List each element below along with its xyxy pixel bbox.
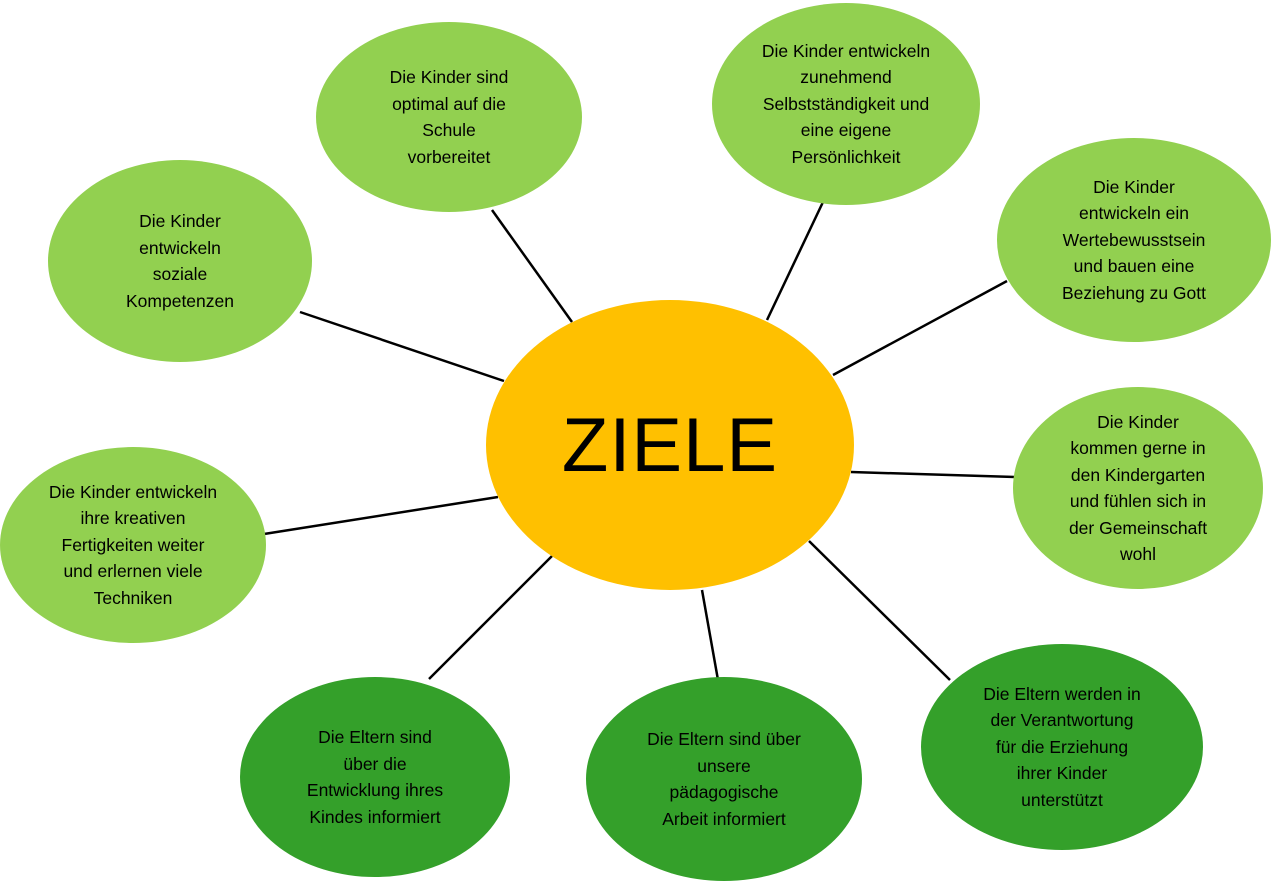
goal-text-kindergarten: Die Kinder kommen gerne in den Kindergar… <box>1068 411 1208 565</box>
goal-text-schule: Die Kinder sind optimal auf die Schule v… <box>389 67 509 167</box>
connector-selbststaendigkeit <box>765 201 825 321</box>
goal-text-eltern-entwicklung: Die Eltern sind über die Entwicklung ihr… <box>306 727 444 827</box>
goal-text-eltern-arbeit: Die Eltern sind über unsere pädagogische… <box>647 729 801 829</box>
goal-bubble-eltern-entwicklung: Die Eltern sind über die Entwicklung ihr… <box>240 677 510 877</box>
goal-bubble-eltern-verantwortung: Die Eltern werden in der Verantwortung f… <box>921 644 1203 850</box>
goal-text-kreative-fertigkeiten: Die Kinder entwickeln ihre kreativen Fer… <box>48 481 218 608</box>
goal-bubble-kreative-fertigkeiten: Die Kinder entwickeln ihre kreativen Fer… <box>0 447 266 643</box>
goal-bubble-soziale-kompetenzen: Die Kinder entwickeln soziale Kompetenze… <box>48 160 312 362</box>
goal-text-soziale-kompetenzen: Die Kinder entwickeln soziale Kompetenze… <box>126 211 234 311</box>
connector-eltern-entwicklung <box>428 555 553 680</box>
goal-text-eltern-verantwortung: Die Eltern werden in der Verantwortung f… <box>983 683 1141 810</box>
connector-wertebewusstsein <box>832 279 1008 377</box>
goal-bubble-selbststaendigkeit: Die Kinder entwickeln zunehmend Selbstst… <box>712 3 980 205</box>
connector-kindergarten <box>850 470 1016 479</box>
connector-kreative-fertigkeiten <box>263 495 499 536</box>
goal-bubble-schule: Die Kinder sind optimal auf die Schule v… <box>316 22 582 212</box>
center-title: ZIELE <box>561 402 779 488</box>
goal-text-wertebewusstsein: Die Kinder entwickeln ein Wertebewusstse… <box>1062 176 1206 303</box>
connector-eltern-arbeit <box>700 589 720 681</box>
connector-lines <box>263 201 1016 681</box>
connector-soziale-kompetenzen <box>299 310 505 383</box>
goal-bubble-kindergarten: Die Kinder kommen gerne in den Kindergar… <box>1013 387 1263 589</box>
goal-bubble-eltern-arbeit: Die Eltern sind über unsere pädagogische… <box>586 677 862 881</box>
connector-schule <box>490 209 574 323</box>
goal-bubble-wertebewusstsein: Die Kinder entwickeln ein Wertebewusstse… <box>997 138 1271 342</box>
goal-text-selbststaendigkeit: Die Kinder entwickeln zunehmend Selbstst… <box>761 40 931 167</box>
connector-eltern-verantwortung <box>808 540 951 681</box>
center-goal-ellipse: ZIELE <box>486 300 854 590</box>
